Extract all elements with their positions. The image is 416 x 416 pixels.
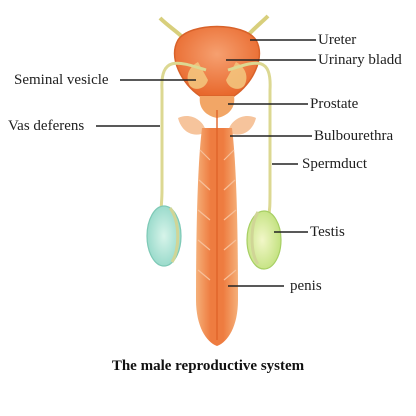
bulbourethral-gland-left <box>178 115 206 135</box>
epididymis-right <box>250 211 260 265</box>
diagram-caption: The male reproductive system <box>111 358 305 374</box>
label-penis: penis <box>290 278 322 294</box>
testis-left <box>146 205 182 267</box>
spermduct-right <box>227 61 272 221</box>
testis-right <box>246 210 282 270</box>
urinary-bladder <box>173 25 261 97</box>
seminal-vesicle-left <box>187 62 208 89</box>
epididymis-left <box>168 207 180 263</box>
label-testis: Testis <box>310 224 345 240</box>
label-spermduct: Spermduct <box>302 156 367 172</box>
penis-ridges-right <box>223 149 237 281</box>
label-vas-deferens: Vas deferens <box>8 118 85 134</box>
label-bulbourethral: Bulbourethra <box>314 128 394 144</box>
prostate <box>199 96 235 118</box>
label-prostate: Prostate <box>310 96 359 112</box>
seminal-vesicle-right <box>226 62 247 89</box>
bulbourethral-gland-right <box>228 115 256 135</box>
penis-ridges-left <box>197 149 211 281</box>
label-seminal-vesicle: Seminal vesicle <box>14 72 109 88</box>
label-urinary-bladder: Urinary bladd <box>318 52 402 68</box>
label-ureter: Ureter <box>318 32 357 48</box>
